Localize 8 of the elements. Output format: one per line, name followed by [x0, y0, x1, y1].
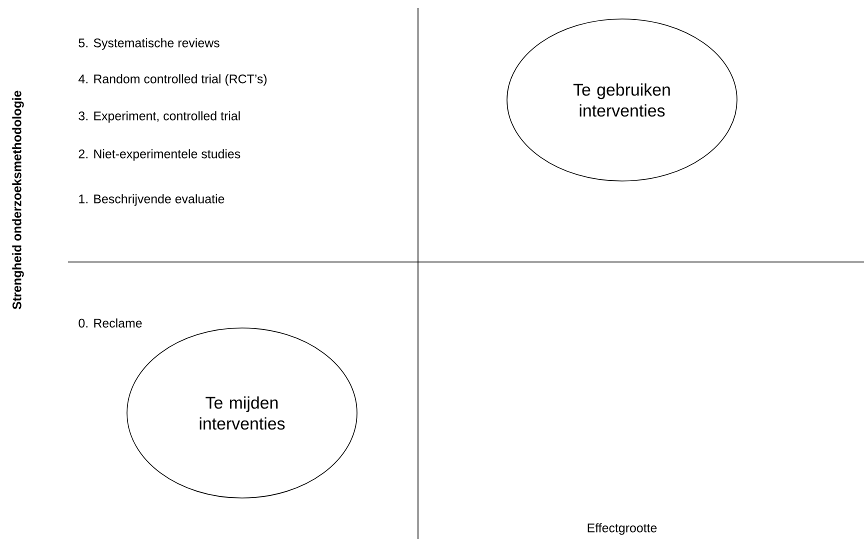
- list-item: 5. Systematische reviews: [78, 38, 220, 50]
- list-item: 0. Reclame: [78, 318, 142, 328]
- list-item: 1. Beschrijvende evaluatie: [79, 194, 224, 206]
- axis-title: Effectgrootte: [588, 523, 657, 535]
- axis-title: Strengheid onderzoeksmethodologie: [12, 90, 24, 310]
- list-item: 3. Experiment, controlled trial: [78, 111, 240, 123]
- list-item: 2. Niet-experimentele studies: [78, 149, 240, 161]
- list-item: 4. Random controlled trial (RCT’s): [78, 74, 267, 86]
